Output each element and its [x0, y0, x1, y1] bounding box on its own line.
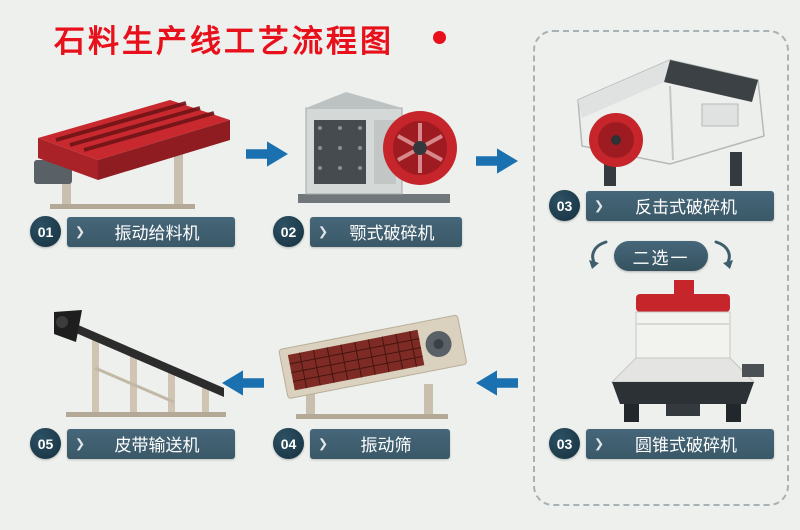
step-label-ribbon: ❯ 圆锥式破碎机: [586, 428, 774, 459]
step-label: 颚式破碎机: [349, 224, 435, 243]
step-vibrating-feeder: 01 ❯ 振动给料机: [30, 216, 235, 247]
step-label: 振动给料机: [114, 224, 200, 243]
jaw-crusher-image: [290, 78, 462, 213]
step-label: 圆锥式破碎机: [635, 436, 737, 455]
step-label-ribbon: ❯ 振动给料机: [67, 216, 235, 247]
vibrating-feeder-svg: [34, 100, 230, 209]
step-number-badge: 02: [273, 216, 304, 247]
belt-conveyor-svg: [54, 310, 226, 417]
step-label-ribbon: ❯ 反击式破碎机: [586, 190, 774, 221]
arrow-left-icon: [476, 368, 518, 398]
step-label-ribbon: ❯ 振动筛: [310, 428, 450, 459]
step-label: 反击式破碎机: [635, 198, 737, 217]
vibrating-feeder-image: [22, 88, 240, 213]
cone-crusher-svg: [610, 280, 764, 422]
arrow-right-icon: [246, 141, 288, 167]
step-number-badge: 01: [30, 216, 61, 247]
chevron-icon: ❯: [594, 198, 605, 213]
curve-arrow-right-icon: [714, 240, 733, 269]
step-label-ribbon: ❯ 皮带输送机: [67, 428, 235, 459]
vibrating-screen-image: [272, 298, 474, 420]
step-label: 皮带输送机: [114, 436, 200, 455]
step-number-badge: 05: [30, 428, 61, 459]
choose-one-badge: 二选一: [614, 241, 708, 271]
curve-arrow-left-icon: [589, 240, 608, 269]
step-cone-crusher: 03 ❯ 圆锥式破碎机: [549, 428, 774, 459]
arrow-right-icon: [476, 148, 518, 174]
step-label-ribbon: ❯ 颚式破碎机: [310, 216, 462, 247]
cone-crusher-image: [596, 276, 768, 426]
step-label: 振动筛: [360, 436, 412, 455]
step-number-badge: 04: [273, 428, 304, 459]
chevron-icon: ❯: [594, 436, 605, 451]
step-number-badge: 03: [549, 190, 580, 221]
title-dot-icon: [433, 31, 446, 44]
chevron-icon: ❯: [318, 436, 329, 451]
step-number-badge: 03: [549, 428, 580, 459]
chevron-icon: ❯: [318, 224, 329, 239]
step-jaw-crusher: 02 ❯ 颚式破碎机: [273, 216, 462, 247]
chevron-icon: ❯: [75, 224, 86, 239]
crusher-choice-dashed-box: [533, 30, 789, 506]
jaw-crusher-svg: [298, 92, 457, 203]
step-impact-crusher: 03 ❯ 反击式破碎机: [549, 190, 774, 221]
page-title: 石料生产线工艺流程图: [54, 24, 394, 59]
impact-crusher-svg: [577, 59, 765, 186]
chevron-icon: ❯: [75, 436, 86, 451]
vibrating-screen-svg: [278, 314, 467, 419]
belt-conveyor-image: [52, 298, 237, 420]
step-belt-conveyor: 05 ❯ 皮带输送机: [30, 428, 235, 459]
step-vibrating-screen: 04 ❯ 振动筛: [273, 428, 450, 459]
impact-crusher-image: [552, 44, 780, 189]
